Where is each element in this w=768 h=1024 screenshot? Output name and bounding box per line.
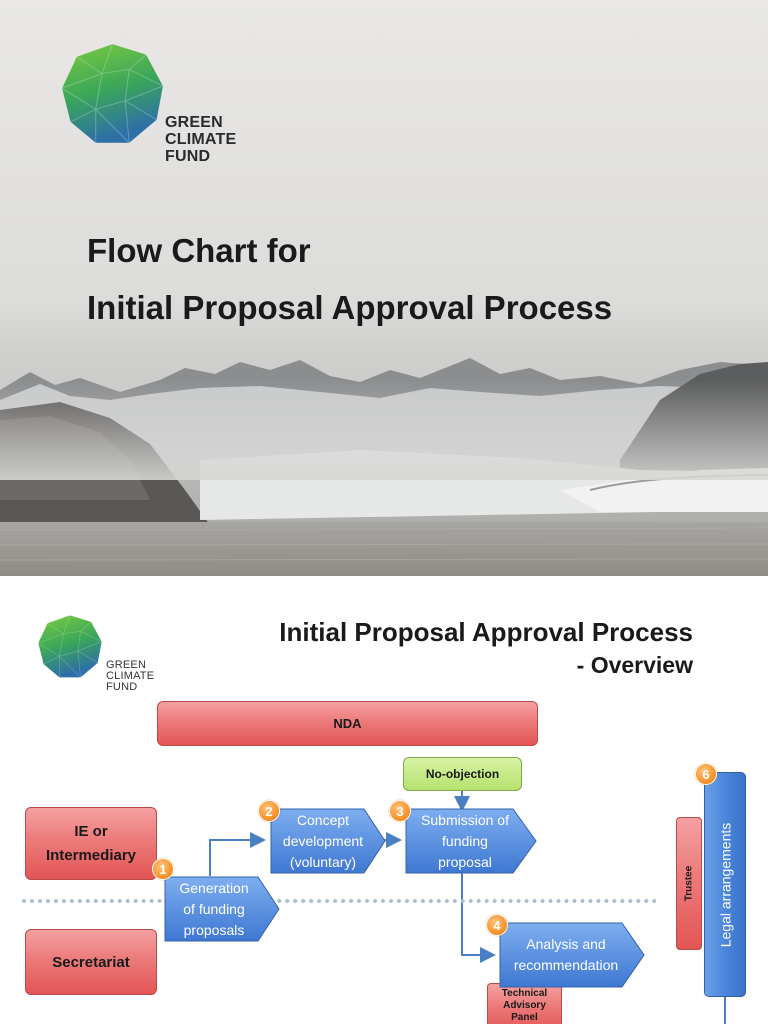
step-6-legal-arrangements: Legal arrangements — [704, 772, 746, 997]
step-badge-4: 4 — [486, 914, 508, 936]
logo-wordmark: GREEN CLIMATE FUND — [106, 659, 155, 693]
title-line-2: Initial Proposal Approval Process — [87, 289, 613, 326]
green-climate-fund-logo-icon — [38, 615, 102, 678]
green-climate-fund-logo-icon — [61, 43, 164, 144]
flowchart-slide: GREEN CLIMATE FUND Initial Proposal Appr… — [0, 576, 768, 1024]
step-badge-3: 3 — [389, 800, 411, 822]
nda-actor: NDA — [157, 701, 538, 746]
step-badge-1: 1 — [152, 858, 174, 880]
title-slide: GREEN CLIMATE FUND Flow Chart for Initia… — [0, 0, 768, 576]
step-2-concept-development: Concept development (voluntary) — [268, 806, 388, 876]
logo-wordmark: GREEN CLIMATE FUND — [165, 114, 237, 165]
step-badge-2: 2 — [258, 800, 280, 822]
step-3-submission-of-funding-proposal: Submission of funding proposal — [403, 806, 539, 876]
slide-title: Flow Chart for Initial Proposal Approval… — [87, 222, 612, 336]
swimlane-divider — [22, 899, 657, 903]
step-1-generation-of-funding-proposals: Generation of funding proposals — [162, 874, 282, 944]
step-4-analysis-and-recommendation: Analysis and recommendation — [497, 920, 647, 990]
no-objection-box: No-objection — [403, 757, 522, 791]
slide-title: Initial Proposal Approval Process - Over… — [279, 614, 693, 680]
step-badge-6: 6 — [695, 763, 717, 785]
title-subtitle: - Overview — [576, 652, 693, 678]
trustee-actor: Trustee — [676, 817, 702, 950]
title-main: Initial Proposal Approval Process — [279, 617, 693, 647]
ie-intermediary-actor: IE or Intermediary — [25, 807, 157, 880]
title-line-1: Flow Chart for — [87, 232, 311, 269]
secretariat-actor: Secretariat — [25, 929, 157, 995]
arctic-landscape-image — [0, 358, 768, 576]
